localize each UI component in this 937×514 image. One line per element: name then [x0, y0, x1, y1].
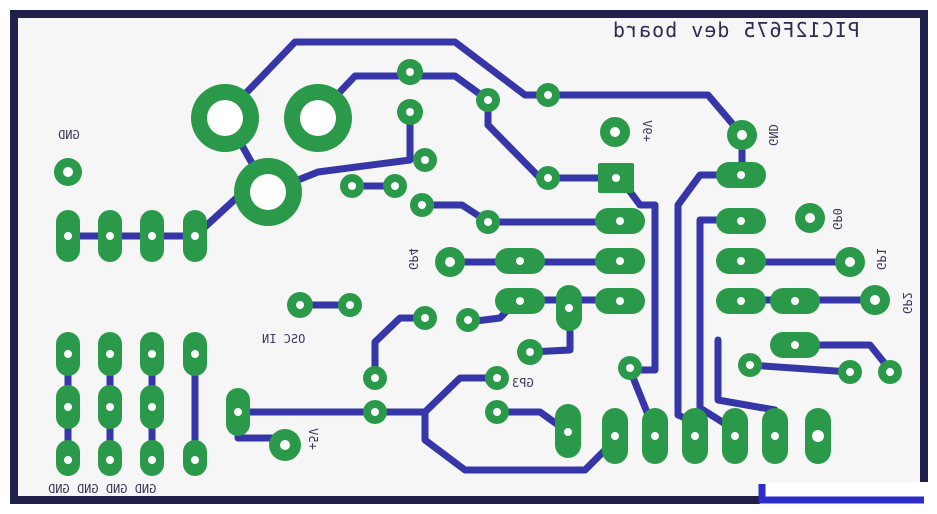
board-outline-corner — [758, 484, 924, 504]
gnd-label-left: GND — [58, 128, 80, 142]
osc-in-label: OSC IN — [262, 332, 306, 346]
gnd-label-right: GND — [765, 124, 780, 146]
trace — [371, 314, 429, 382]
trace — [221, 38, 746, 139]
gp0-label: GP0 — [829, 208, 844, 230]
gp4-label: GP4 — [405, 248, 420, 270]
trace — [418, 201, 624, 226]
drill-hole — [300, 100, 336, 136]
trace — [746, 361, 854, 376]
board-title: PIC12F675 dev board — [612, 18, 860, 42]
gp3-label: GP3 — [512, 376, 534, 390]
drill-hole — [207, 100, 243, 136]
vpos-label-top: +9V — [639, 120, 654, 142]
vpos-label-bottom: +5V — [305, 428, 320, 450]
gp1-label: GP1 — [873, 248, 888, 270]
gp2-label: GP2 — [899, 292, 914, 314]
drill-hole — [250, 174, 286, 210]
gnd-header-labels: GND GND GND GND — [48, 482, 157, 496]
